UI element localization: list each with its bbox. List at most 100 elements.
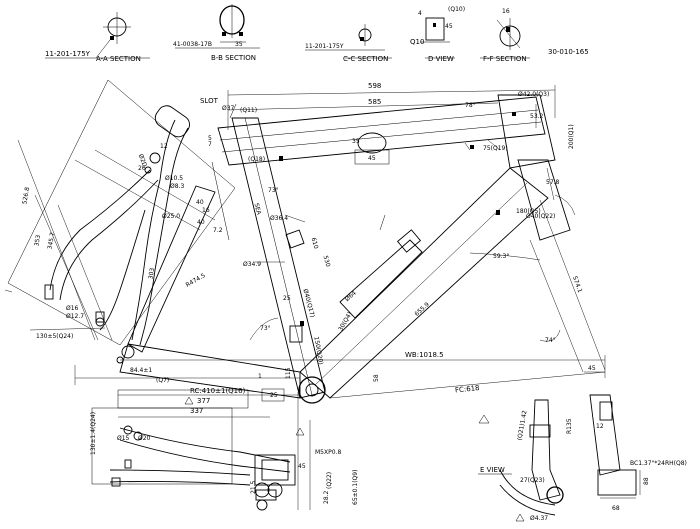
dim-15: Ø15 [117, 435, 130, 442]
d-label: D VIEW [428, 55, 454, 63]
frame-tubes [116, 94, 571, 404]
dim-q7: (Q7) [156, 377, 169, 384]
dim-68: 68 [612, 505, 620, 512]
dim-655: 655.9 [413, 301, 431, 318]
part-number: 30-010-165 [548, 48, 589, 56]
dim-364: Ø36.4 [270, 215, 288, 222]
aa-label: A-A SECTION [96, 55, 141, 63]
dim-16s: 16 [202, 207, 210, 214]
dim-26: 26 [138, 165, 146, 172]
dim-30q4: 30(Q4) [337, 311, 353, 333]
dim-12: 12 [160, 143, 168, 150]
cc-ref: 11-201-175Y [305, 43, 344, 50]
dim-585: 585 [368, 98, 381, 106]
dim-337: 337 [190, 407, 203, 415]
leader-lines [229, 103, 516, 326]
e-view-label: E VIEW [480, 466, 505, 474]
dim-40q22: Ø40(Q22) [526, 213, 555, 220]
dim-35: 35 [352, 138, 360, 145]
dim-53: 53.2 [530, 113, 544, 120]
slot-label: SLOT [200, 97, 219, 105]
dim-73a: 73° [268, 187, 279, 194]
dim-250: Ø25.0 [162, 213, 180, 220]
dim-127: Ø12.7 [66, 313, 84, 320]
dim-574: 574.1 [571, 275, 584, 294]
dim-q11: (Q11) [240, 107, 257, 114]
dim-16r: Ø16 [66, 305, 79, 312]
dim-5268: 526.8 [21, 186, 31, 204]
rear-bottom-view: 130±1.4(Q24) Ø15 Ø20 [90, 389, 311, 511]
tube-section-c [357, 132, 387, 154]
rc-label: RC:410±1(Q16) [190, 387, 246, 395]
dim-1: 1 [258, 373, 262, 380]
dim-25s: 25 [283, 295, 291, 302]
dim-303: 303 [147, 267, 156, 280]
dim-5: 5 [208, 135, 212, 142]
dim-25g: 25 [270, 392, 278, 399]
dim-57: 57.8 [546, 179, 560, 186]
dim-20: Ø20 [138, 435, 151, 442]
cc-label: C-C SECTION [343, 55, 388, 63]
dim-215: 21.5 [250, 480, 257, 494]
dim-q22: (Q22) [326, 472, 333, 489]
dim-530: 530 [322, 255, 332, 268]
dim-45g: 45 [298, 463, 306, 470]
dim-40s: 40 [196, 199, 204, 206]
ff-label: F-F SECTION [483, 55, 527, 63]
dim-74: 74° [545, 337, 556, 344]
m5-label: M5XP0.8 [315, 449, 341, 456]
bb-label: B-B SECTION [211, 54, 256, 62]
section-cc: 11-201-175Y C-C SECTION [305, 24, 392, 63]
dim-27q23: 27(Q23) [520, 477, 545, 484]
dim-7: 7 [208, 141, 212, 148]
dim-64: Ø64 [344, 290, 358, 303]
dim-q18: (Q18) [248, 156, 265, 163]
dim-4745: R474.5 [185, 272, 207, 289]
dim-349: Ø34.9 [243, 261, 261, 268]
dim-65: 65±0.1(Q9) [352, 470, 359, 505]
dim-437: Ø4.37 [530, 515, 548, 522]
dim-844: 84.4±1 [130, 367, 152, 374]
d-n45: 45 [445, 23, 453, 30]
dim-d37: Ø37 [222, 105, 235, 112]
wb-label: WB:1018.5 [405, 351, 444, 359]
dim-150: 150(Q20) [312, 336, 324, 365]
top-dimensions: 598 585 SLOT Ø37 (Q11) (Q18) 35 45 53.2 … [200, 82, 575, 220]
seat-dimensions: Ø36.4 Ø34.9 610 530 Ø64 73° 40 16 30(Q4)… [196, 199, 358, 365]
dim-58: 58 [373, 374, 380, 382]
dim-72: 7.2 [213, 227, 223, 234]
dim-353: 353 [33, 234, 42, 247]
dim-593: 59.3° [493, 253, 509, 260]
dim-88: 88 [643, 477, 650, 485]
dim-2d: Ø2D [137, 153, 148, 168]
ff-n16: 16 [502, 8, 510, 15]
section-bb: 41-0038-17B 35 B-B SECTION [173, 4, 260, 62]
geometry-dimensions: WB:1018.5 FC:618 RC:410±1(Q16) 377 337 8… [74, 351, 606, 505]
bc-label: BC1.37"*24RH(Q8) [630, 460, 687, 467]
dim-r135: R135 [566, 418, 573, 434]
dim-105: Ø10.5 [165, 175, 183, 182]
e-view: E VIEW R135 (Q21)1.42 27(Q23) Ø4.37 BC1.… [478, 394, 687, 522]
section-aa: 11-201-175Y A-A SECTION [45, 12, 150, 63]
dim-130q24b: 130±1.4(Q24) [90, 412, 97, 455]
rear-stay-view: 526.8 353 345.7 Ø2D Ø10.5 Ø8.3 Ø25.0 40 … [4, 79, 236, 346]
dim-83: Ø8.3 [170, 183, 184, 190]
fc-label: FC:618 [455, 384, 480, 395]
dim-75: 75(Q19) [483, 145, 508, 152]
dim-q21: (Q21)1.42 [516, 410, 528, 441]
dim-40r: 40 [197, 219, 205, 226]
dim-42: Ø42.0(Q3) [518, 91, 549, 98]
dim-45b: 45 [588, 365, 596, 372]
dim-12e: 12 [596, 423, 604, 430]
section-d-view: 4 (Q10) 45 Q10 D VIEW [410, 6, 465, 63]
dim-610: 610 [310, 237, 320, 250]
dim-282: 28.2 [323, 490, 330, 504]
dim-598: 598 [368, 82, 381, 90]
section-ff: 16 F-F SECTION [480, 8, 530, 63]
dim-377: 377 [197, 397, 210, 405]
aa-ref: 11-201-175Y [45, 50, 91, 58]
d-q10b: (Q10) [448, 6, 465, 13]
dim-3457: 345.7 [46, 232, 56, 250]
